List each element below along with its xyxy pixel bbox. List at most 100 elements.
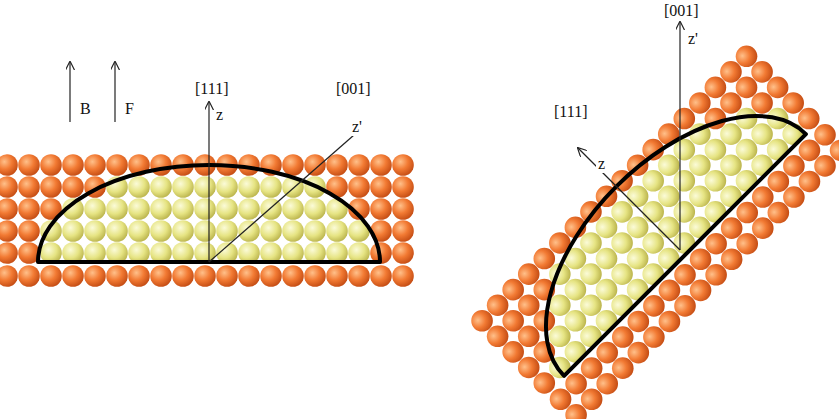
direction-label: [111] [193,80,230,98]
direction-label: [001] [334,80,373,98]
substrate-atom [370,154,392,176]
substrate-atom [40,154,62,176]
island-atom [172,176,194,198]
island-atom [194,198,216,220]
substrate-atom [392,198,414,220]
substrate-atom [0,265,18,287]
substrate-atom [304,154,326,176]
substrate-atom [194,265,216,287]
substrate-atom [62,154,84,176]
island-atom [128,198,150,220]
substrate-atom [62,265,84,287]
substrate-atom [40,265,62,287]
f-arrow [114,62,115,122]
substrate-atom [62,176,84,198]
field-label: B [78,100,93,118]
substrate-atom [0,154,18,176]
substrate-atom [260,265,282,287]
substrate-atom [392,154,414,176]
axis-label: z' [686,30,700,48]
axis-label: z [596,155,607,173]
island-atom [238,198,260,220]
substrate-atom [18,176,40,198]
substrate-atom [106,265,128,287]
right-panel [467,41,839,419]
substrate-atom [0,198,18,220]
substrate-atom [84,265,106,287]
substrate-atom [370,176,392,198]
island-atom [150,176,172,198]
substrate-atom [18,154,40,176]
island-atom [260,220,282,242]
substrate-atom [348,154,370,176]
substrate-atom [348,265,370,287]
island-atom [260,176,282,198]
substrate-atom [18,265,40,287]
island-atom [238,220,260,242]
substrate-atom [0,176,18,198]
island-atom [150,198,172,220]
island-atom [172,220,194,242]
substrate-atom [392,265,414,287]
island-atom [62,220,84,242]
substrate-atom [370,265,392,287]
substrate-atom [392,242,414,264]
substrate-atom [0,220,18,242]
axes [70,22,680,262]
island-atom [304,198,326,220]
direction-label: [111] [552,103,589,121]
z-prime-axis [679,22,680,250]
substrate-atom [128,265,150,287]
z-axis [578,148,680,250]
b-arrow [69,62,70,122]
axis-label: z' [350,118,364,136]
substrate-atom [40,176,62,198]
substrate-atom [18,198,40,220]
substrate-atom [106,154,128,176]
island-atom [238,176,260,198]
substrate-atom [84,154,106,176]
island-atom [106,220,128,242]
substrate-atom [150,265,172,287]
island-atom [128,220,150,242]
left-panel [0,154,414,287]
island-atom [172,198,194,220]
island-atom [84,220,106,242]
island-atom [282,198,304,220]
substrate-atom [18,220,40,242]
substrate-atom [370,198,392,220]
island-atom [216,176,238,198]
island-atom [128,176,150,198]
substrate-atom [216,265,238,287]
substrate-atom [238,265,260,287]
substrate-atom [348,176,370,198]
substrate-atom [172,265,194,287]
substrate-atom [282,265,304,287]
island-atom [216,198,238,220]
island-atom [84,198,106,220]
island-atom [194,220,216,242]
substrate-atom [326,154,348,176]
substrate-atom [392,176,414,198]
island-atom [194,176,216,198]
substrate-atom [392,220,414,242]
island-atom [304,220,326,242]
island-atom [150,220,172,242]
direction-label: [001] [662,2,701,20]
island-outline [495,65,805,375]
substrate-atom [0,242,18,264]
substrate-atom [150,154,172,176]
axis-label: z [214,106,225,124]
substrate-atom [304,265,326,287]
substrate-atom [326,265,348,287]
island-atom [326,220,348,242]
island-atom [106,198,128,220]
substrate-atom [282,154,304,176]
substrate-atom [825,135,839,166]
island-atom [282,220,304,242]
z-axis [208,102,209,262]
z-prime-axis [209,128,362,262]
island-atom [216,220,238,242]
